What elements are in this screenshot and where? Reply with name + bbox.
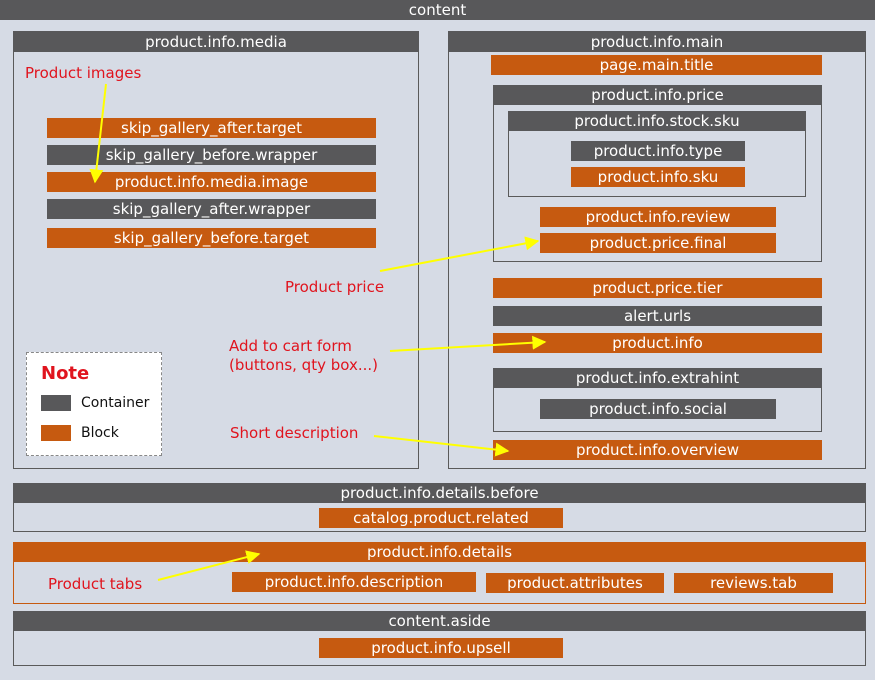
legend: Note Container Block: [26, 352, 162, 456]
annotation-product-images: Product images: [25, 64, 142, 82]
media-title: product.info.media: [13, 31, 419, 52]
media-block-3: skip_gallery_before.target: [47, 228, 376, 248]
annotation-short-description: Short description: [230, 424, 359, 442]
aside-title: content.aside: [13, 611, 866, 631]
legend-block-swatch: [41, 425, 71, 441]
reviews-tab-block: reviews.tab: [674, 573, 833, 593]
media-block-2: product.info.media.image: [47, 172, 376, 192]
annotation-add-to-cart-line2: (buttons, qty box...): [229, 356, 378, 374]
details-title: product.info.details: [13, 542, 866, 562]
arrow-add-to-cart: [389, 335, 547, 352]
info-type-container: product.info.type: [571, 141, 745, 161]
media-container-2: skip_gallery_after.wrapper: [47, 199, 376, 219]
extrahint-title: product.info.extrahint: [493, 368, 822, 388]
page-main-title-block: page.main.title: [491, 55, 822, 75]
catalog-related-block: catalog.product.related: [319, 508, 563, 528]
annotation-add-to-cart: Add to cart form (buttons, qty box...): [229, 337, 378, 375]
price-title: product.info.price: [493, 85, 822, 105]
price-final-block: product.price.final: [540, 233, 776, 253]
stock-sku-title: product.info.stock.sku: [508, 111, 806, 131]
attributes-block: product.attributes: [486, 573, 664, 593]
arrow-product-tabs: [157, 550, 261, 581]
legend-title: Note: [41, 363, 90, 384]
price-tier-block: product.price.tier: [493, 278, 822, 298]
info-social-container: product.info.social: [540, 399, 776, 419]
legend-container-label: Container: [81, 395, 150, 411]
annotation-product-price: Product price: [285, 278, 385, 296]
arrow-product-images: [89, 83, 107, 184]
info-description-block: product.info.description: [232, 572, 476, 592]
annotation-add-to-cart-line1: Add to cart form: [229, 337, 352, 355]
info-overview-block: product.info.overview: [493, 440, 822, 460]
info-review-block: product.info.review: [540, 207, 776, 227]
legend-block-label: Block: [81, 425, 119, 441]
details-before-title: product.info.details.before: [13, 483, 866, 503]
upsell-block: product.info.upsell: [319, 638, 563, 658]
arrow-product-price: [379, 236, 540, 272]
info-sku-block: product.info.sku: [571, 167, 745, 187]
media-block-1: skip_gallery_after.target: [47, 118, 376, 138]
legend-container-swatch: [41, 395, 71, 411]
arrow-short-description: [373, 435, 510, 457]
product-info-block: product.info: [493, 333, 822, 353]
content-title: content: [0, 0, 875, 20]
alert-urls-container: alert.urls: [493, 306, 822, 326]
annotation-product-tabs: Product tabs: [48, 575, 143, 593]
main-title: product.info.main: [448, 31, 866, 52]
media-container-1: skip_gallery_before.wrapper: [47, 145, 376, 165]
